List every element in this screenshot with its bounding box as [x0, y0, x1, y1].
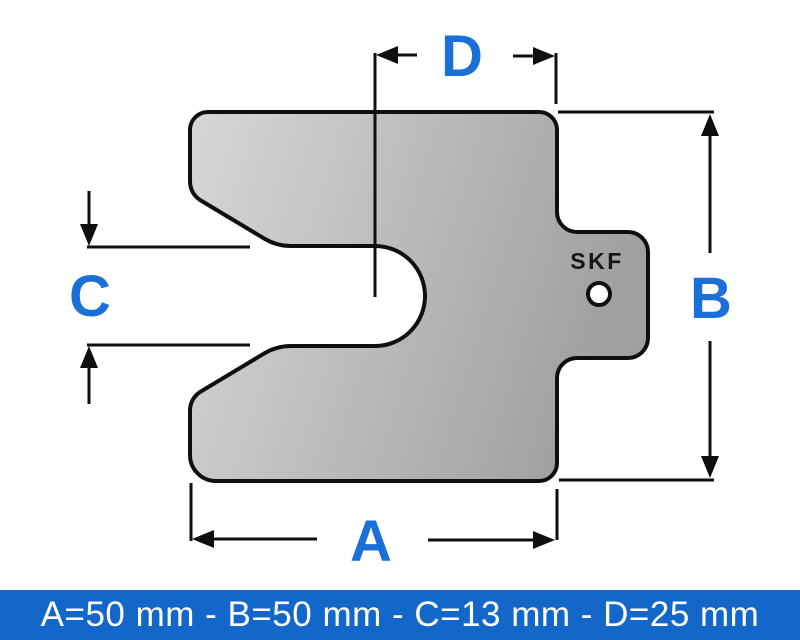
- dim-a-label: A: [350, 509, 392, 574]
- shim-hole: [586, 281, 612, 307]
- diagram-canvas: SKF D B: [69, 24, 732, 574]
- dim-a: A: [189, 483, 559, 574]
- skf-logo-text: SKF: [570, 248, 624, 274]
- dim-a-arrowhead-left: [192, 530, 214, 548]
- dim-c-arrowhead-bottom: [80, 346, 98, 368]
- footer-dimensions-text: A=50 mm - B=50 mm - C=13 mm - D=25 mm: [40, 595, 760, 634]
- dim-b-label: B: [690, 266, 732, 331]
- dim-d-label: D: [441, 24, 483, 89]
- dim-c-arrowhead-top: [80, 224, 98, 246]
- dim-b-arrowhead-top: [701, 114, 719, 136]
- footer-bar: A=50 mm - B=50 mm - C=13 mm - D=25 mm: [0, 590, 800, 640]
- dim-d: D: [373, 24, 558, 297]
- dim-d-arrowhead-right: [533, 47, 555, 65]
- dim-d-arrowhead-left: [376, 46, 398, 64]
- dim-a-arrowhead-right: [533, 531, 555, 549]
- shim-body: [188, 110, 650, 483]
- dim-c: C: [69, 191, 250, 404]
- dim-c-label: C: [69, 264, 111, 329]
- dim-b: B: [558, 110, 732, 482]
- dim-b-arrowhead-bottom: [701, 456, 719, 478]
